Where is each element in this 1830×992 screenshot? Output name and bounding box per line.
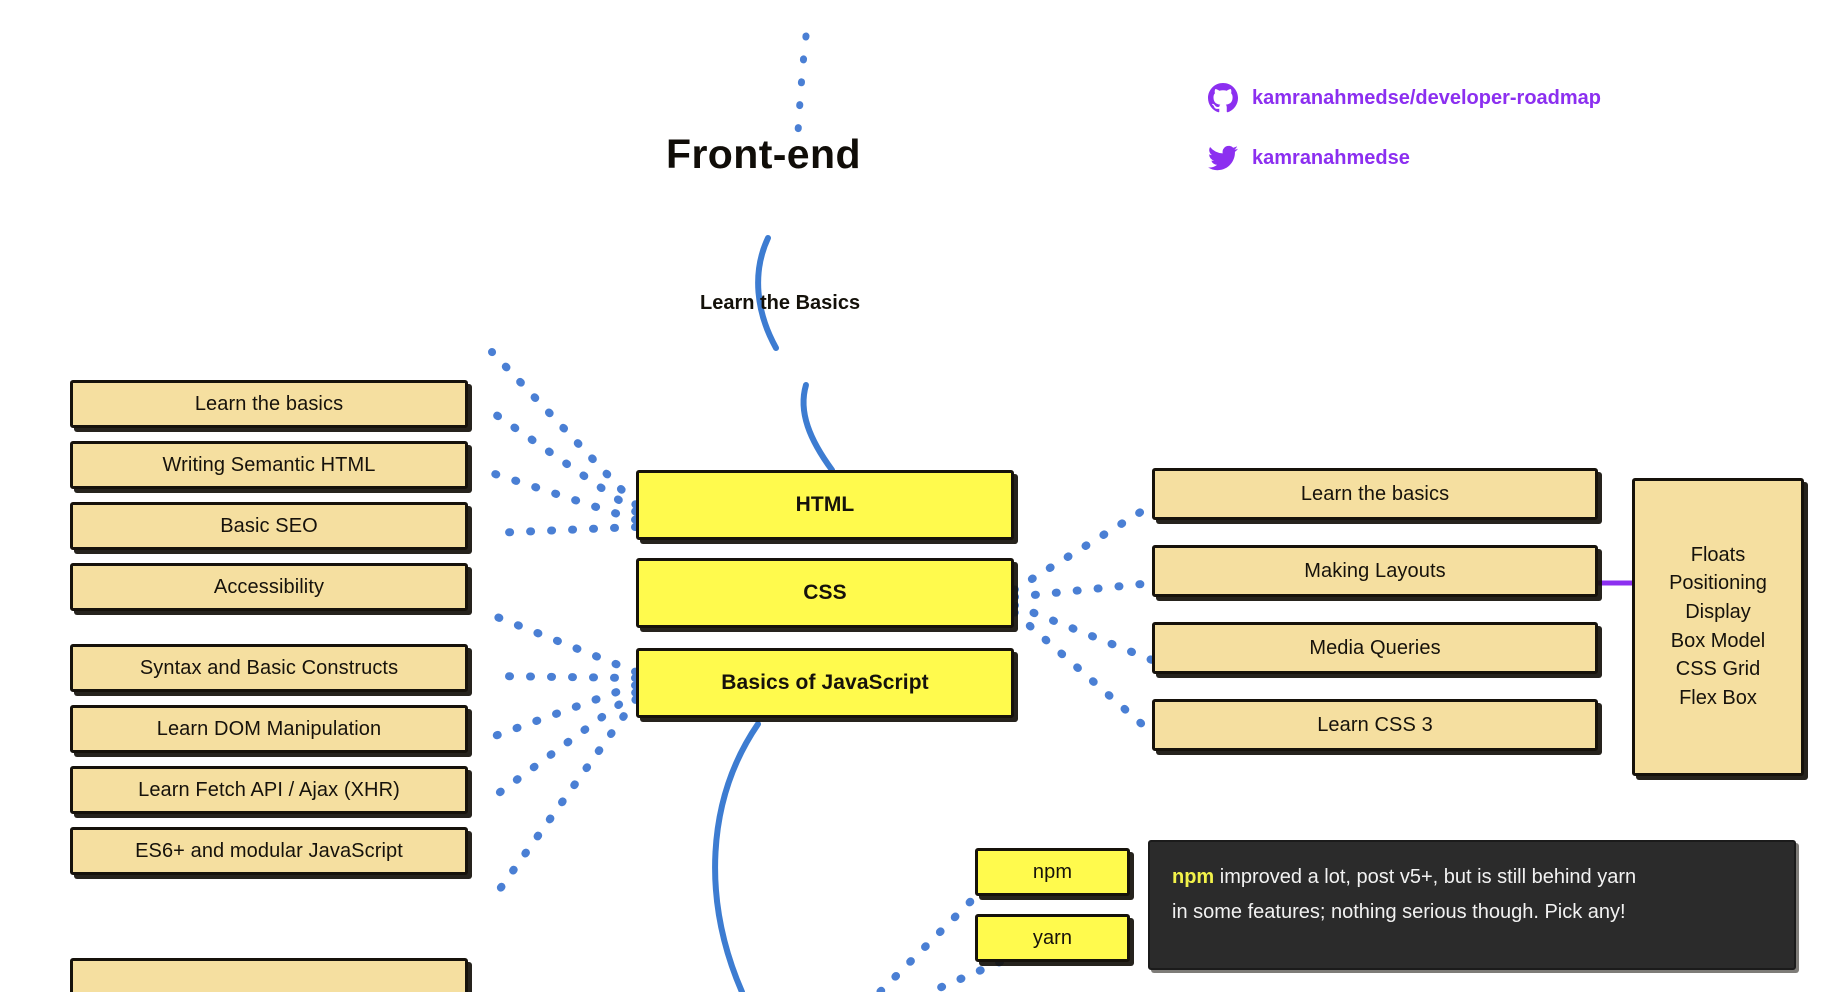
topic-html-basic-seo[interactable]: Basic SEO — [70, 502, 468, 550]
topic-js-learn-dom-manipulation[interactable]: Learn DOM Manipulation — [70, 705, 468, 753]
topic-html-accessibility[interactable]: Accessibility — [70, 563, 468, 611]
page-title: Front-end — [666, 131, 861, 177]
github-icon — [1208, 83, 1238, 113]
layout-technique-floats: Floats — [1690, 543, 1746, 566]
node-css[interactable]: CSS — [636, 558, 1014, 628]
node-basics-of-javascript[interactable]: Basics of JavaScript — [636, 648, 1014, 718]
github-link-label: kamranahmedse/developer-roadmap — [1252, 86, 1602, 109]
note-npm-vs-yarn: npm improved a lot, post v5+, but is sti… — [1148, 840, 1796, 970]
topic-css-learn-css-3[interactable]: Learn CSS 3 — [1152, 699, 1598, 751]
topic-js-es6-and-modular-javascript[interactable]: ES6+ and modular JavaScript — [70, 827, 468, 875]
note-line-1: npm improved a lot, post v5+, but is sti… — [1172, 860, 1772, 895]
topic-html-writing-semantic-html[interactable]: Writing Semantic HTML — [70, 441, 468, 489]
note-line-2: in some features; nothing serious though… — [1172, 901, 1626, 923]
panel-layout-techniques[interactable]: Floats Positioning Display Box Model CSS… — [1632, 478, 1804, 776]
topic-html-learn-the-basics[interactable]: Learn the basics — [70, 380, 468, 428]
topic-css-making-layouts[interactable]: Making Layouts — [1152, 545, 1598, 597]
layout-technique-css-grid: CSS Grid — [1675, 658, 1761, 681]
layout-technique-flex-box: Flex Box — [1679, 686, 1757, 709]
topic-js-learn-fetch-api-ajax[interactable]: Learn Fetch API / Ajax (XHR) — [70, 766, 468, 814]
twitter-link[interactable]: kamranahmedse — [1208, 143, 1410, 173]
topic-css-learn-the-basics[interactable]: Learn the basics — [1152, 468, 1598, 520]
topic-css-media-queries[interactable]: Media Queries — [1152, 622, 1598, 674]
node-npm[interactable]: npm — [975, 848, 1130, 896]
twitter-link-label: kamranahmedse — [1252, 146, 1410, 169]
branch-label-learn-the-basics: Learn the Basics — [700, 292, 861, 314]
note-line-1-rest: improved a lot, post v5+, but is still b… — [1214, 866, 1637, 888]
node-html[interactable]: HTML — [636, 470, 1014, 540]
layout-technique-box-model: Box Model — [1670, 629, 1766, 652]
note-highlight-npm: npm — [1172, 866, 1215, 888]
layout-technique-display: Display — [1685, 600, 1751, 623]
topic-js-partial-offscreen[interactable] — [70, 958, 468, 992]
twitter-icon — [1208, 143, 1239, 173]
topic-js-syntax-and-basic-constructs[interactable]: Syntax and Basic Constructs — [70, 644, 468, 692]
layout-technique-positioning: Positioning — [1669, 572, 1767, 595]
node-yarn[interactable]: yarn — [975, 914, 1130, 962]
github-link[interactable]: kamranahmedse/developer-roadmap — [1208, 83, 1601, 113]
